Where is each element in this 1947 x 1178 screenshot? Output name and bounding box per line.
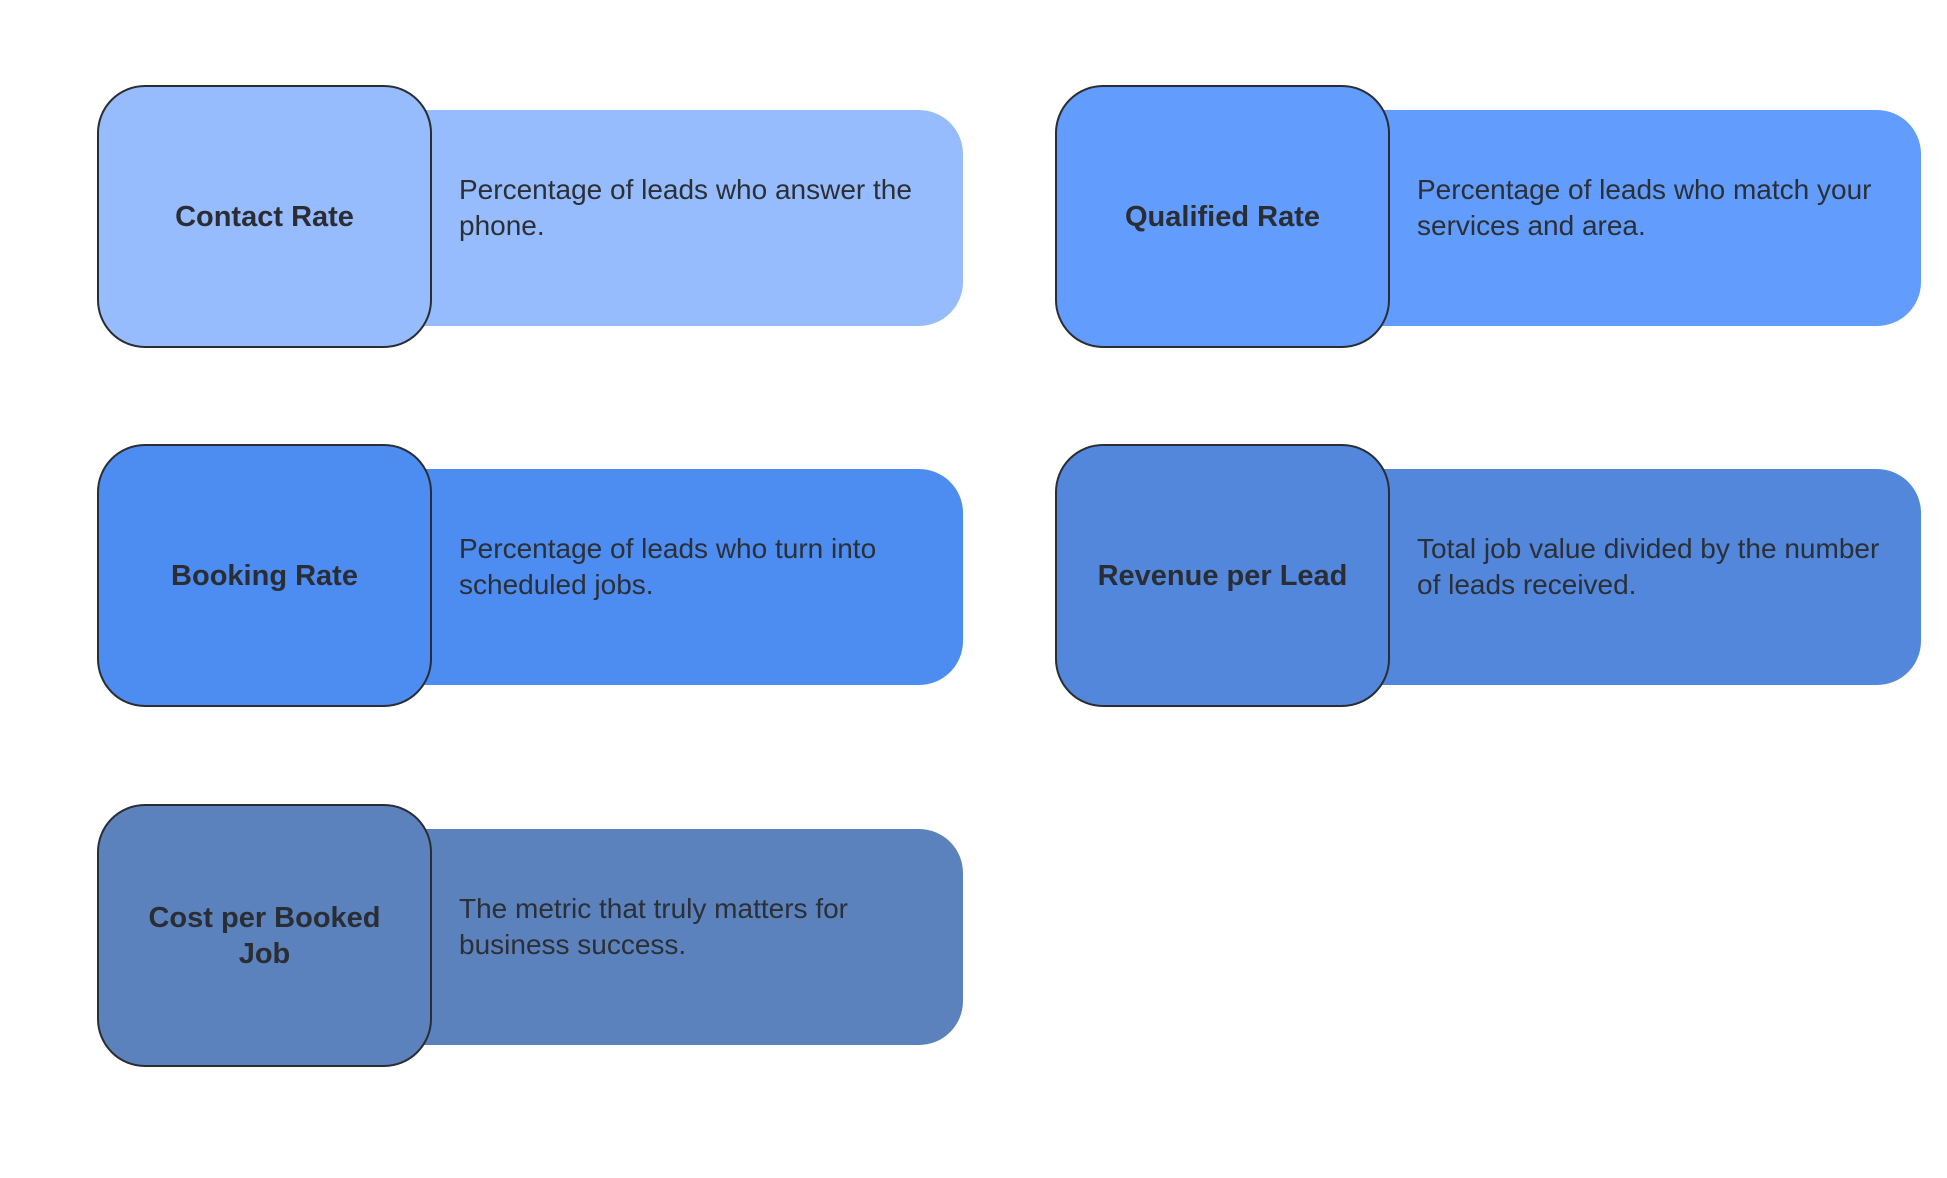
- metric-description-panel: Percentage of leads who answer the phone…: [417, 110, 963, 326]
- metric-description: Percentage of leads who match your servi…: [1417, 174, 1872, 241]
- metric-card-qualified-rate: Percentage of leads who match your servi…: [1055, 85, 1921, 350]
- metric-title-box: Cost per Booked Job: [97, 804, 432, 1067]
- metric-description: The metric that truly matters for busine…: [459, 893, 848, 960]
- metric-title-box: Revenue per Lead: [1055, 444, 1390, 707]
- metric-title: Revenue per Lead: [1097, 559, 1348, 592]
- metric-card-revenue-per-lead: Total job value divided by the number of…: [1055, 444, 1921, 709]
- metric-title-box: Booking Rate: [97, 444, 432, 707]
- metric-title: Cost per Booked Job: [148, 901, 381, 970]
- metric-description-panel: The metric that truly matters for busine…: [417, 829, 963, 1045]
- metric-description: Total job value divided by the number of…: [1417, 533, 1880, 600]
- metric-title-box: Qualified Rate: [1055, 85, 1390, 348]
- metric-title: Qualified Rate: [1125, 200, 1320, 233]
- metric-description-panel: Total job value divided by the number of…: [1375, 469, 1921, 685]
- metric-description-panel: Percentage of leads who turn into schedu…: [417, 469, 963, 685]
- metric-description-panel: Percentage of leads who match your servi…: [1375, 110, 1921, 326]
- metric-title: Contact Rate: [175, 200, 354, 233]
- metric-title: Booking Rate: [171, 559, 358, 592]
- metric-card-booking-rate: Percentage of leads who turn into schedu…: [97, 444, 963, 709]
- metric-title-box: Contact Rate: [97, 85, 432, 348]
- metric-card-cost-per-booked-job: The metric that truly matters for busine…: [97, 804, 963, 1069]
- metric-description: Percentage of leads who answer the phone…: [459, 174, 912, 241]
- metric-card-contact-rate: Percentage of leads who answer the phone…: [97, 85, 963, 350]
- metric-description: Percentage of leads who turn into schedu…: [459, 533, 877, 600]
